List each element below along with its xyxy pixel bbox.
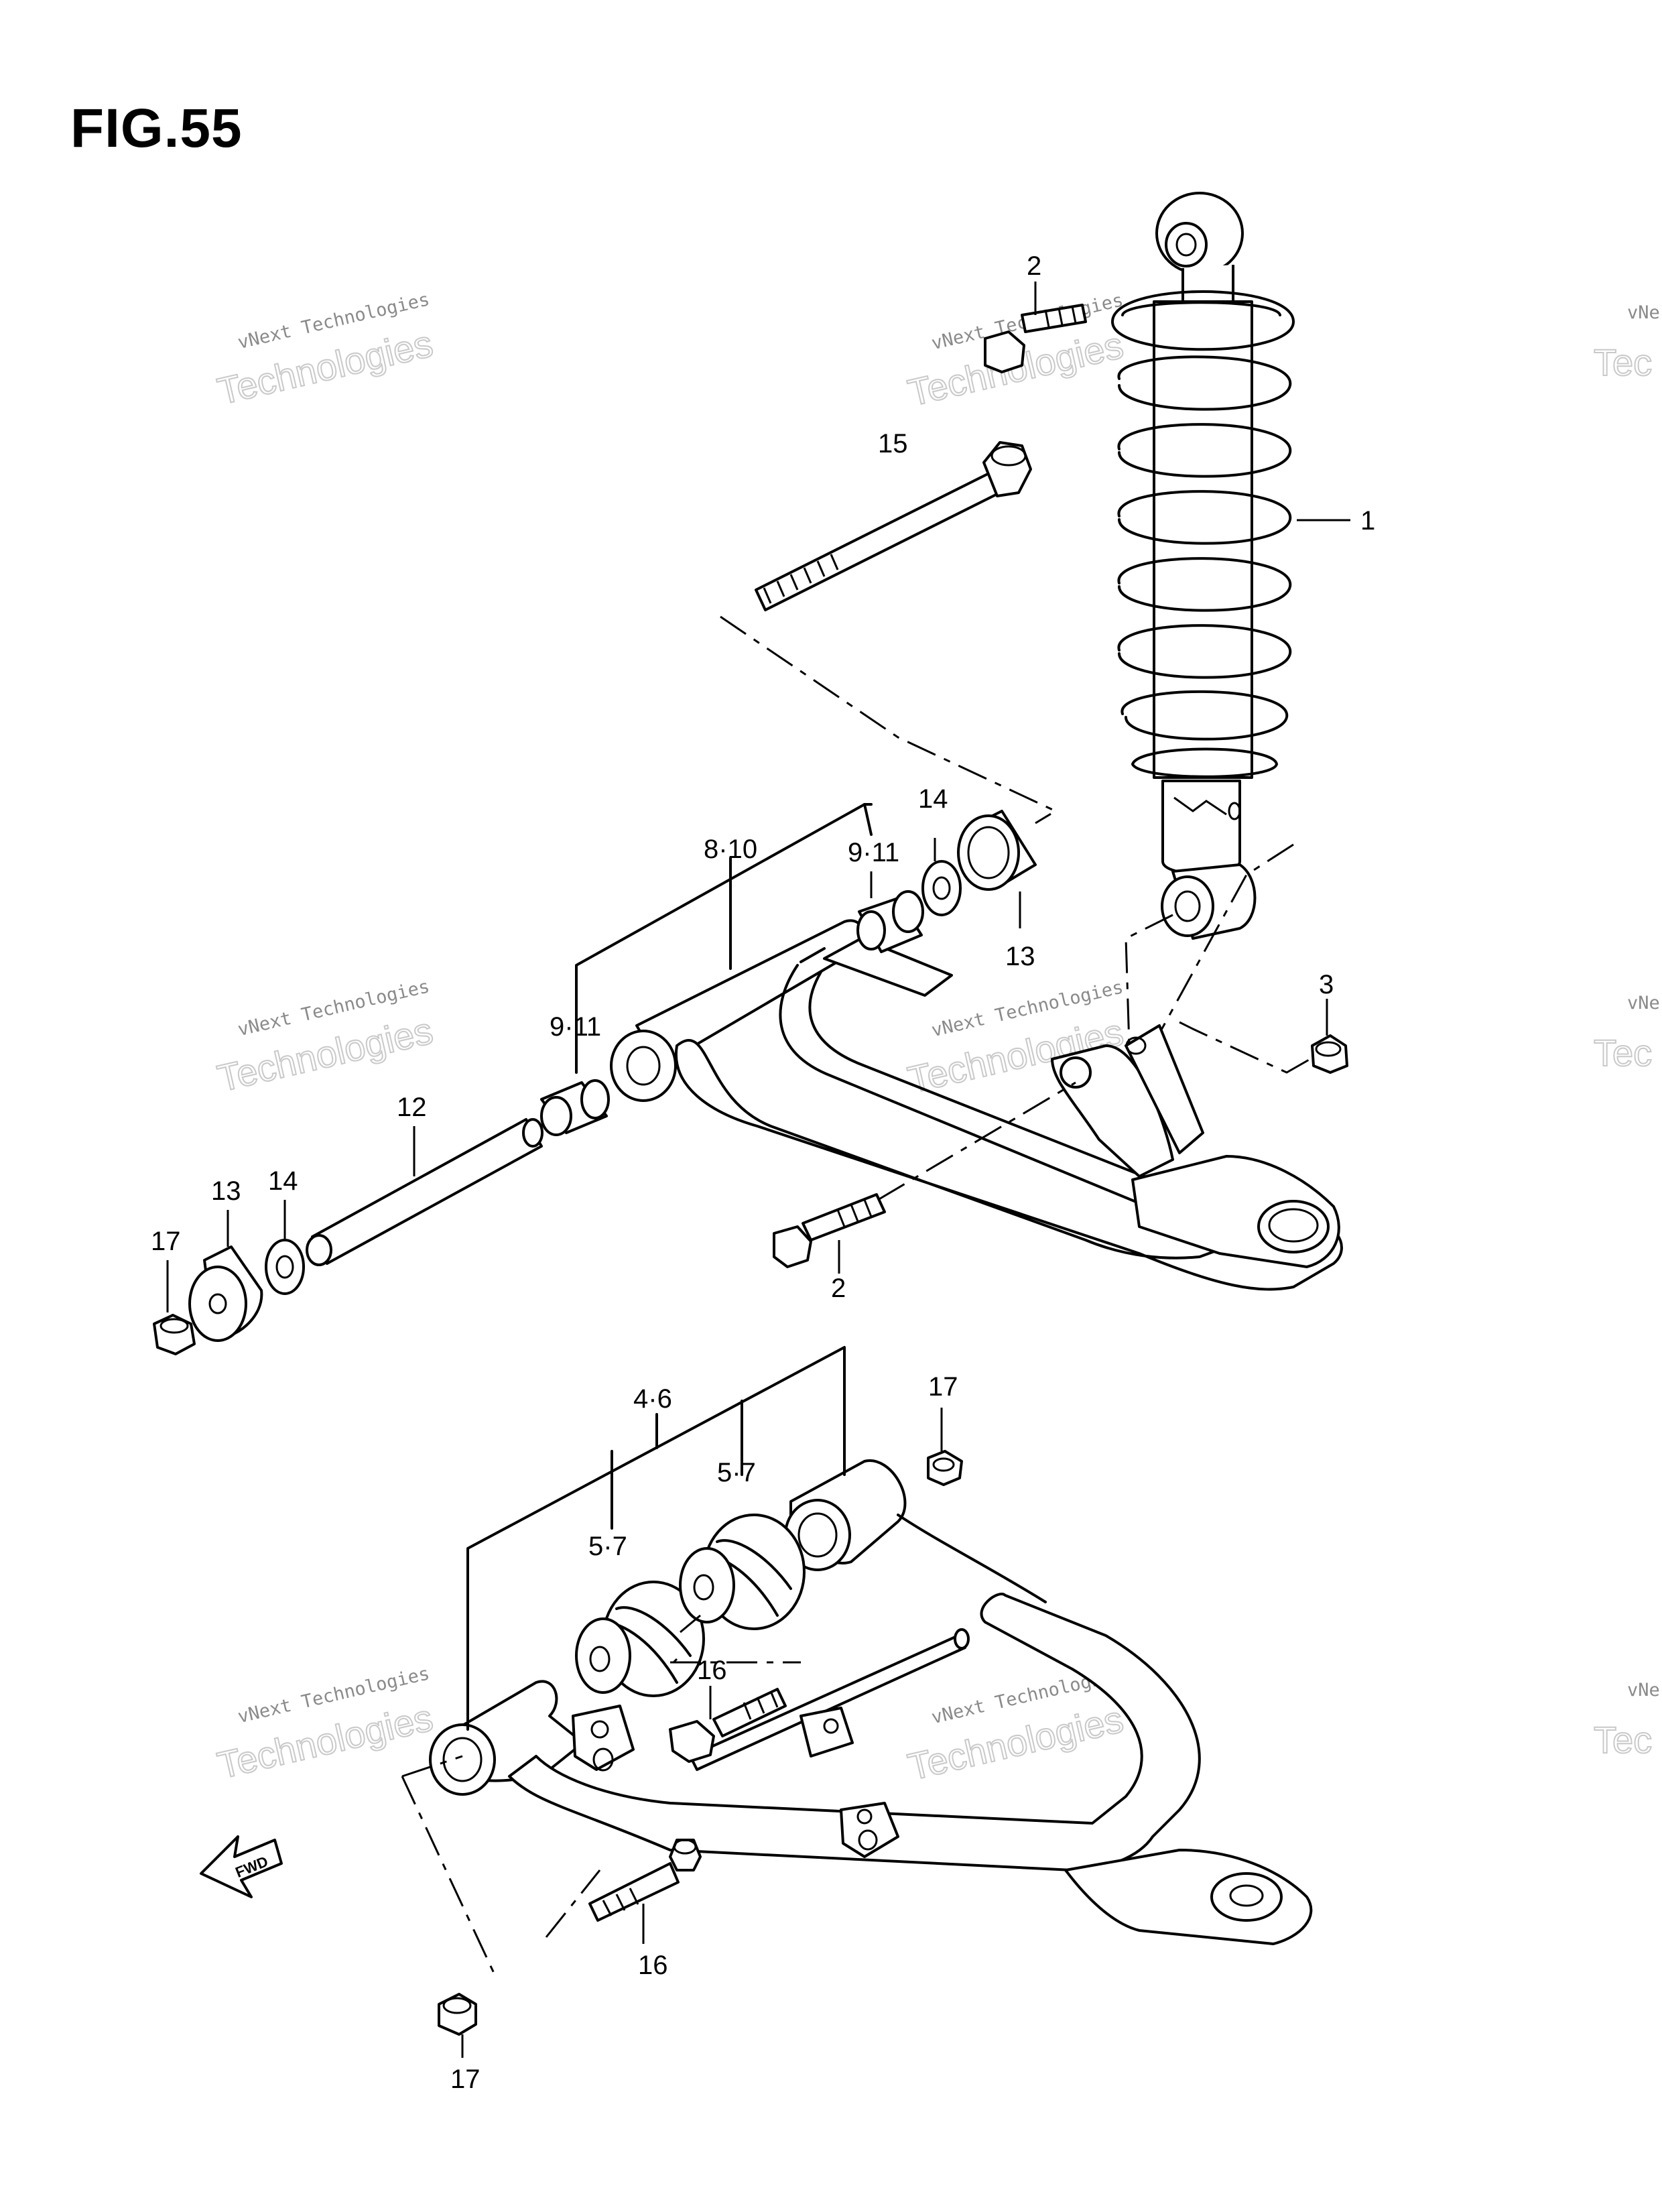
nut-17-front bbox=[153, 1260, 196, 1355]
figure-title: FIG.55 bbox=[70, 98, 243, 159]
nut-3 bbox=[1311, 999, 1348, 1074]
cushion-13-front bbox=[188, 1210, 263, 1342]
bolt-2-lower bbox=[773, 1193, 886, 1274]
callout-label: 3 bbox=[1319, 970, 1334, 999]
callout-label: 2 bbox=[1027, 251, 1041, 281]
assembly-line bbox=[401, 1776, 497, 1978]
leader-line bbox=[466, 1346, 846, 1731]
watermark-edge: vNe bbox=[1627, 993, 1660, 1013]
long-bolt bbox=[755, 441, 1032, 611]
assembly-line bbox=[545, 1869, 601, 1938]
callout-label: 16 bbox=[697, 1656, 727, 1685]
bushing-5-7-front bbox=[575, 1581, 705, 1697]
bolt-16-upper bbox=[669, 1686, 787, 1763]
assembly-line bbox=[720, 615, 1058, 824]
callout-label: 17 bbox=[151, 1227, 181, 1256]
watermark-edge: Tec bbox=[1594, 1719, 1652, 1761]
bushing-9-11-front bbox=[540, 1046, 610, 1136]
watermark-edge: vNe bbox=[1627, 1680, 1660, 1701]
callout-label: 17 bbox=[928, 1372, 958, 1402]
assembly-line bbox=[1179, 1021, 1311, 1074]
forward-arrow: FWD bbox=[200, 1835, 283, 1898]
leader-line bbox=[575, 803, 873, 1074]
callout-label: 5·7 bbox=[717, 1458, 756, 1487]
bolt-16-lower bbox=[588, 1839, 702, 1944]
callout-labels: 1 2 2 3 15 14 9·11 8·10 13 9·11 12 14 13… bbox=[151, 251, 1375, 2094]
assembly-line bbox=[1125, 843, 1294, 1046]
bolt-2-top bbox=[984, 282, 1087, 373]
callout-label: 17 bbox=[450, 2065, 481, 2094]
callout-label: 14 bbox=[918, 784, 948, 814]
callout-label: 8·10 bbox=[704, 835, 757, 864]
nut-17-bottom bbox=[438, 1993, 477, 2058]
watermark-edge: vNe bbox=[1627, 302, 1660, 323]
watermark-edge: Tec bbox=[1594, 341, 1652, 383]
callout-label: 9·11 bbox=[848, 838, 899, 867]
callout-label: 4·6 bbox=[633, 1384, 672, 1414]
callout-label: 12 bbox=[397, 1093, 427, 1122]
bushing-5-7-rear bbox=[679, 1514, 806, 1630]
assembly-line bbox=[877, 1081, 1076, 1201]
bushing-9-11-rear bbox=[856, 871, 924, 953]
callout-label: 5·7 bbox=[588, 1532, 627, 1561]
callout-label: 2 bbox=[831, 1274, 846, 1303]
callout-label: 1 bbox=[1360, 506, 1375, 536]
lower-arm bbox=[429, 1459, 1313, 1945]
callout-label: 14 bbox=[268, 1166, 298, 1196]
assembly-line bbox=[401, 1755, 463, 1778]
washer-14-rear bbox=[921, 838, 962, 916]
callout-label: 13 bbox=[1005, 942, 1035, 971]
callout-label: 16 bbox=[638, 1951, 668, 1980]
cushion-13-rear bbox=[957, 810, 1037, 928]
watermark-edge: Tec bbox=[1594, 1032, 1652, 1074]
shock-absorber bbox=[1111, 192, 1350, 940]
nut-17-rear bbox=[927, 1408, 963, 1486]
callout-label: 15 bbox=[878, 429, 908, 458]
washer-14-front bbox=[265, 1200, 305, 1295]
callout-label: 13 bbox=[211, 1176, 241, 1206]
callout-label: 9·11 bbox=[550, 1012, 601, 1042]
upper-arm bbox=[610, 919, 1343, 1291]
sleeve-12 bbox=[306, 1118, 544, 1266]
